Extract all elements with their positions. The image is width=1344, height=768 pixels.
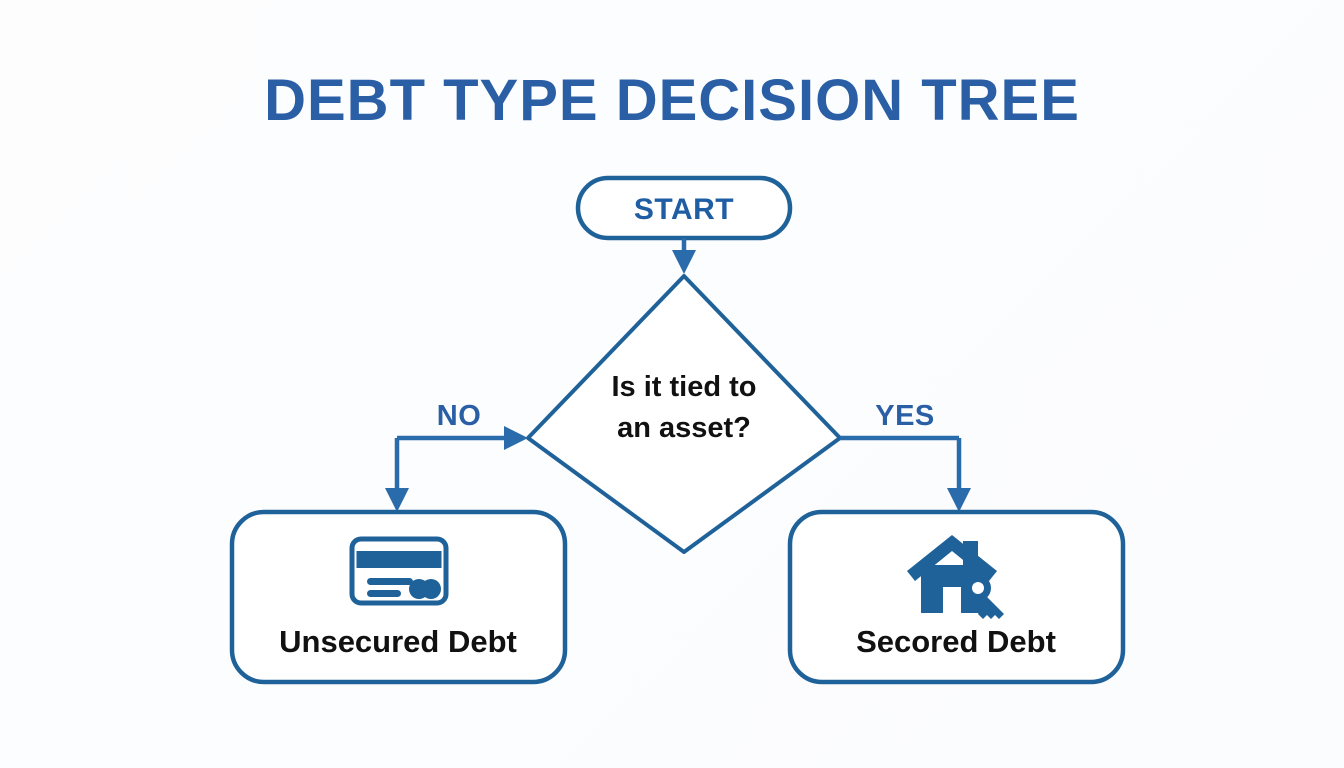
connector-start-to-decision: [672, 238, 696, 274]
unsecured-debt-box: [229, 509, 568, 685]
start-node[interactable]: START: [575, 175, 793, 241]
branch-no: NO: [385, 400, 528, 512]
page-title: DEBT TYPE DECISION TREE: [264, 68, 1080, 133]
outcome-node-secured-debt[interactable]: Secored Debt: [787, 509, 1126, 685]
house-key-icon: [907, 535, 1004, 619]
branch-label-no: NO: [437, 400, 482, 432]
unsecured-debt-label: Unsecured Debt: [279, 624, 517, 659]
outcome-node-unsecured-debt[interactable]: Unsecured Debt: [229, 509, 568, 685]
arrow-head-right-to-decision: [504, 426, 528, 450]
decision-node-label-line1: Is it tied to: [612, 371, 757, 403]
secured-debt-label: Secored Debt: [856, 624, 1056, 659]
decision-node[interactable]: Is it tied to an asset?: [526, 274, 842, 554]
decision-node-shape: [526, 274, 842, 554]
branch-yes: YES: [840, 400, 971, 512]
arrow-head-down-to-secured: [947, 488, 971, 512]
arrow-head-down-to-unsecured: [385, 488, 409, 512]
start-node-label: START: [634, 193, 734, 226]
branch-label-yes: YES: [875, 400, 935, 432]
arrow-head-down-to-decision: [672, 250, 696, 274]
credit-card-icon: [349, 536, 449, 606]
decision-node-label-line2: an asset?: [617, 412, 751, 444]
